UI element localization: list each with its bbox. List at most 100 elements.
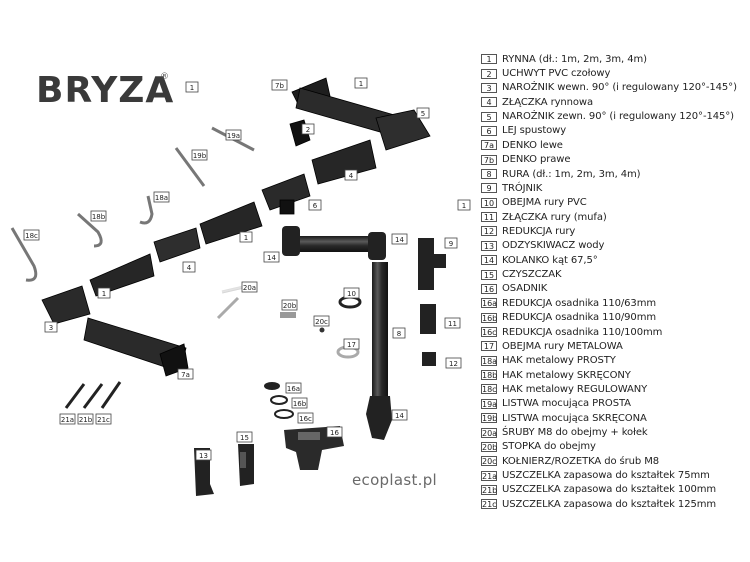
gutter-section-c	[199, 201, 263, 245]
callout-box	[354, 77, 368, 89]
callout-label: 21a	[61, 416, 74, 424]
legend-text: NAROŻNIK zewn. 90° (i regulowany 120°-14…	[502, 111, 734, 123]
legend-row: 7b DENKO prawe	[481, 153, 743, 167]
tee-fitting	[418, 238, 446, 290]
legend-number: 7a	[481, 140, 497, 151]
callout-box	[44, 321, 58, 333]
legend-row: 16 OSADNIK	[481, 282, 743, 296]
pipe-coupler	[420, 304, 436, 334]
callout-box	[444, 237, 458, 249]
callout-label: 16	[330, 429, 339, 437]
callout-box	[263, 251, 280, 263]
callout-label: 1	[359, 80, 363, 88]
legend-number: 20b	[481, 441, 498, 452]
legend-number: 18a	[481, 355, 498, 366]
callout-box	[23, 229, 40, 241]
gutter-section-b	[311, 139, 377, 185]
seal-125	[100, 381, 122, 409]
callout-label: 20b	[283, 302, 297, 310]
gutter-end-cap-left	[159, 343, 189, 377]
gutter-outlet	[261, 173, 311, 211]
callout-labels: 111112344567a7b8910111213141414151616a16…	[23, 77, 471, 461]
legend-text: DENKO prawe	[502, 154, 571, 166]
legend-text: OBEJMA rury PVC	[502, 197, 587, 209]
legend-number: 4	[481, 97, 497, 108]
downpipe	[194, 226, 446, 496]
cleanout-door	[240, 452, 246, 468]
gutter-inner-corner	[41, 285, 91, 325]
legend-number: 11	[481, 212, 497, 223]
callout-box	[236, 431, 253, 443]
callout-box	[297, 412, 314, 424]
callout-box	[391, 409, 408, 421]
callout-label: 18c	[25, 232, 38, 240]
gutter-section-d	[89, 253, 155, 297]
legend-text: RURA (dł.: 1m, 2m, 3m, 4m)	[502, 168, 641, 180]
callout-label: 15	[240, 434, 249, 442]
legend-text: RYNNA (dł.: 1m, 2m, 3m, 4m)	[502, 53, 647, 65]
legend-text: HAK metalowy PROSTY	[502, 355, 616, 367]
legend-number: 13	[481, 240, 497, 251]
callout-box	[241, 281, 258, 293]
callout-label: 1	[102, 290, 106, 298]
legend-row: 20b STOPKA do obejmy	[481, 440, 743, 454]
callout-box	[344, 169, 358, 181]
legend-text: CZYSZCZAK	[502, 269, 562, 281]
callout-box	[308, 199, 322, 211]
legend-text: REDUKCJA osadnika 110/100mm	[502, 326, 663, 338]
legend-text: STOPKA do obejmy	[502, 441, 596, 453]
callout-box	[457, 199, 471, 211]
hook-adjustable	[10, 227, 38, 282]
legend-text: KOLANKO kąt 67,5°	[502, 254, 598, 266]
legend-row: 18a HAK metalowy PROSTY	[481, 354, 743, 368]
legend-number: 7b	[481, 154, 497, 165]
callout-box	[444, 317, 461, 329]
registered-mark: ®	[160, 72, 169, 82]
sump-reducer-90	[270, 395, 288, 405]
callout-box	[225, 129, 242, 141]
callout-label: 12	[449, 360, 458, 368]
callout-label: 3	[49, 324, 53, 332]
callout-box	[191, 149, 208, 161]
callout-label: 1	[190, 84, 194, 92]
callout-label: 16c	[299, 415, 312, 423]
callout-label: 11	[448, 320, 457, 328]
callout-box	[285, 382, 302, 394]
callout-label: 7a	[181, 371, 190, 379]
legend-number: 16	[481, 283, 497, 294]
legend-number: 21a	[481, 470, 498, 481]
callout-label: 13	[199, 452, 208, 460]
legend-number: 17	[481, 341, 497, 352]
legend-text: OSADNIK	[502, 283, 548, 295]
elbow-top-right	[368, 232, 386, 260]
legend-number: 16c	[481, 327, 497, 337]
legend-text: HAK metalowy SKRĘCONY	[502, 369, 631, 381]
callout-label: 10	[347, 290, 356, 298]
hook-straight	[139, 195, 154, 225]
callout-box	[90, 210, 107, 222]
legend-text: USZCZELKA zapasowa do kształtek 100mm	[502, 484, 717, 496]
seal-100	[82, 383, 104, 409]
legend-text: ZŁĄCZKA rynnowa	[502, 96, 594, 108]
gutter-segments	[41, 77, 431, 377]
legend-number: 8	[481, 169, 497, 180]
legend-number: 21b	[481, 484, 498, 495]
seal-75	[64, 383, 86, 409]
legend-number: 15	[481, 269, 497, 280]
legend-number: 2	[481, 68, 497, 79]
legend-text: REDUKCJA osadnika 110/63mm	[502, 297, 656, 309]
callout-box	[343, 338, 360, 350]
callout-label: 9	[449, 240, 453, 248]
